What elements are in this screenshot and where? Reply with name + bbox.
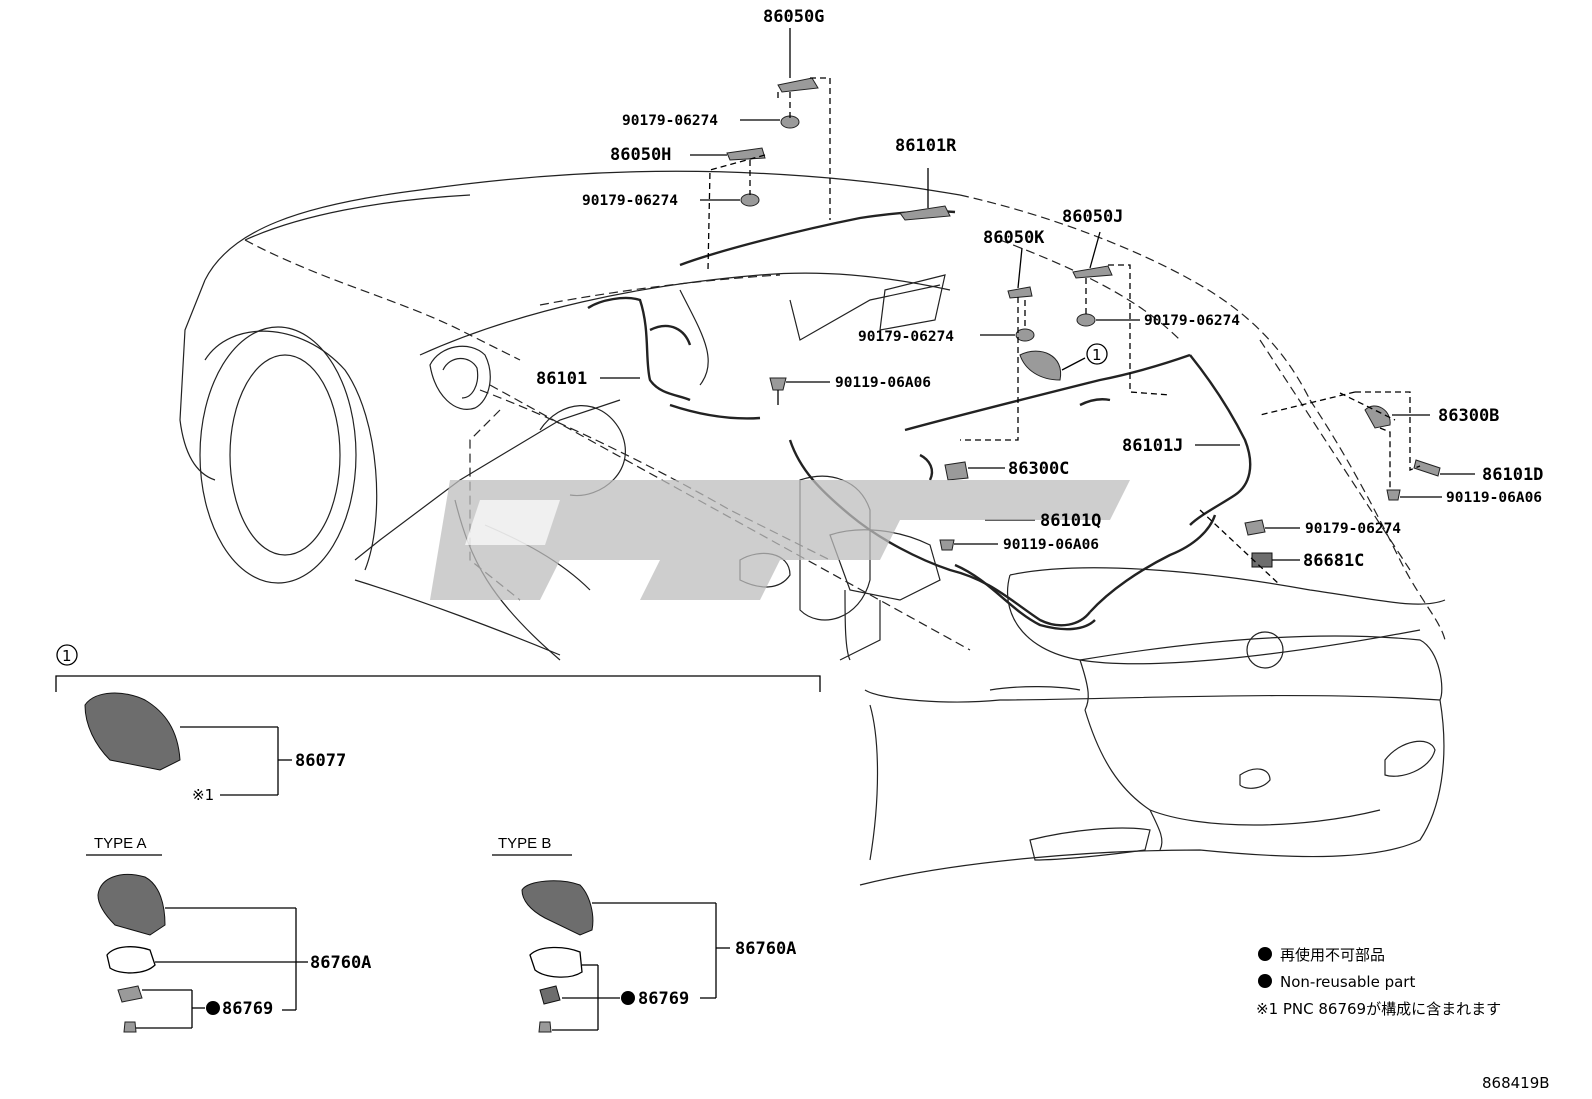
components [726, 77, 1441, 568]
label-86101R: 86101R [895, 136, 957, 156]
label-86760A-b: 86760A [735, 939, 796, 959]
part-labels: 86050G 90179-06274 86050H 90179-06274 86… [536, 7, 1543, 571]
legend-note: ※1 PNC 86769が構成に含まれます [1256, 1000, 1501, 1018]
label-86101Q: 86101Q [1040, 511, 1101, 531]
clip-86681C-bracket [1244, 519, 1266, 536]
note-ref-1: ※1 [192, 786, 214, 804]
bracket-86050H [726, 147, 766, 161]
label-86050K: 86050K [983, 228, 1045, 248]
label-86050H: 86050H [610, 145, 671, 165]
bracket-86050J [1072, 265, 1113, 279]
legend-jp: 再使用不可部品 [1280, 946, 1385, 964]
label-86101: 86101 [536, 369, 587, 389]
harness-86101J [904, 353, 1191, 432]
cable-86101D [1413, 459, 1441, 477]
legend: 再使用不可部品 Non-reusable part ※1 PNC 86769が構… [1256, 946, 1501, 1018]
label-86769-a: 86769 [222, 999, 273, 1019]
label-90179-06274-b: 90179-06274 [582, 193, 678, 209]
label-90119-06A06-c: 90119-06A06 [1003, 537, 1099, 553]
label-86300B: 86300B [1438, 406, 1499, 426]
antenna-86101R [899, 205, 951, 221]
label-86101J: 86101J [1122, 436, 1183, 456]
non-reusable-bullet-icon [1258, 947, 1272, 961]
car-body-outline [179, 170, 1446, 886]
label-90119-06A06-b: 90119-06A06 [1446, 490, 1542, 506]
legend-en: Non-reusable part [1280, 973, 1415, 991]
amp-86300B [1364, 405, 1391, 429]
shark-fin-antenna-location [1019, 350, 1062, 381]
label-86681C: 86681C [1303, 551, 1364, 571]
leader-lines [600, 77, 1475, 586]
watermark [430, 480, 1130, 600]
label-86101D: 86101D [1482, 465, 1543, 485]
label-86769-b: 86769 [638, 989, 689, 1009]
callout-1-marker: 1 [1092, 346, 1102, 364]
label-90179-06274-c: 90179-06274 [858, 329, 954, 345]
type-a-title: TYPE A [94, 835, 147, 852]
antenna-type-b [521, 880, 594, 936]
detail-section-1: 1 86077 ※1 TYPE A 86769 86760A TYPE B [55, 644, 821, 1033]
label-86300C: 86300C [1008, 459, 1069, 479]
harness-86101 [587, 296, 691, 402]
label-90119-06A06-a: 90119-06A06 [835, 375, 931, 391]
label-86077: 86077 [295, 751, 346, 771]
label-86050J: 86050J [1062, 207, 1123, 227]
label-90179-06274-a: 90179-06274 [622, 113, 718, 129]
detail-1-marker: 1 [62, 647, 72, 665]
antenna-86077 [84, 692, 181, 771]
label-86760A-a: 86760A [310, 953, 371, 973]
module-86681C [1251, 552, 1273, 568]
type-b-title: TYPE B [498, 835, 551, 852]
amp-86300C [944, 461, 969, 481]
bracket-86050K [1007, 286, 1033, 299]
label-90179-06274-d: 90179-06274 [1144, 313, 1240, 329]
label-86050G: 86050G [763, 7, 824, 27]
figure-id: 868419B [1482, 1074, 1550, 1092]
bracket-86050G [777, 77, 819, 93]
label-90179-06274-e: 90179-06274 [1305, 521, 1401, 537]
antenna-type-a [97, 873, 166, 936]
non-reusable-bullet-icon [1258, 974, 1272, 988]
